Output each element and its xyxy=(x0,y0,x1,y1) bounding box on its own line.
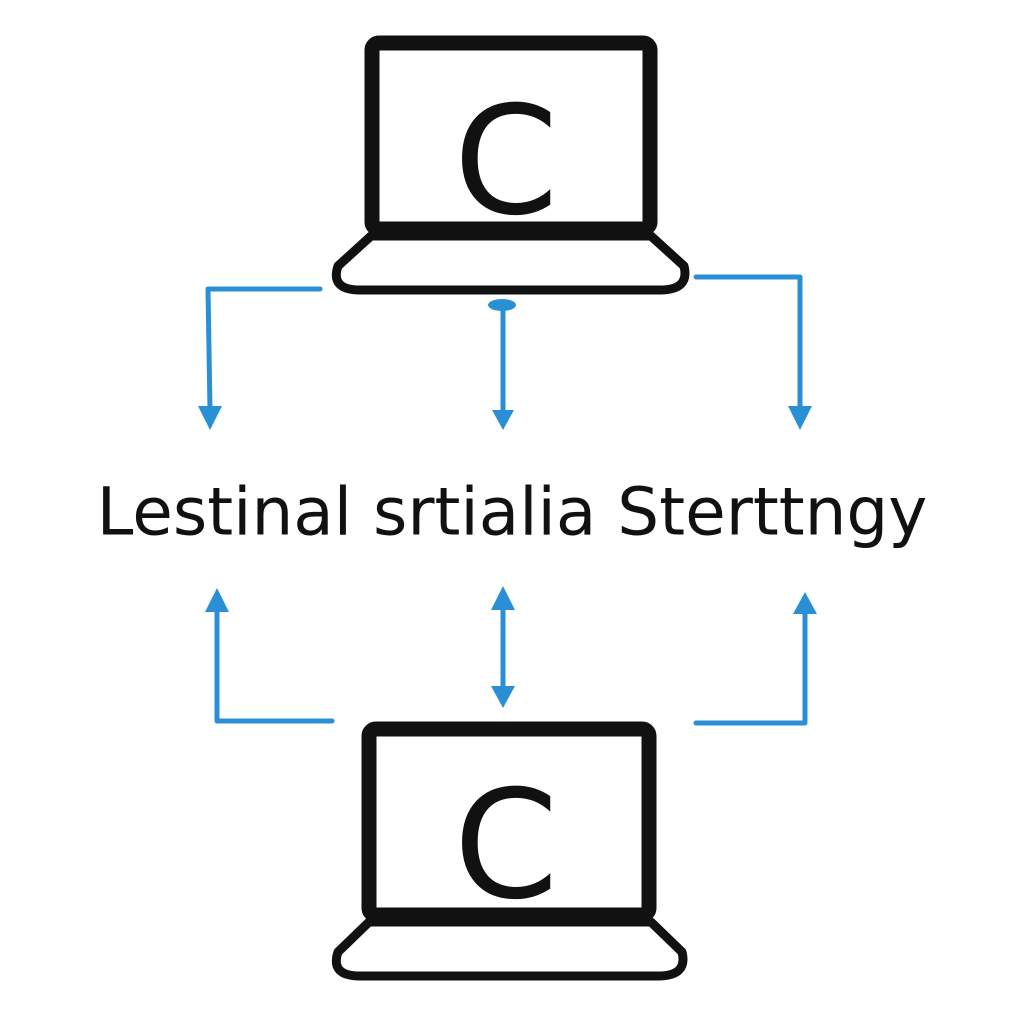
top-laptop-icon: C xyxy=(331,35,690,295)
bottom-laptop-letter: C xyxy=(454,759,559,933)
bottom-laptop-icon: C xyxy=(331,721,688,981)
arrowhead-top-left-down xyxy=(198,406,222,430)
connector-bottom-right xyxy=(693,609,808,726)
arrowhead-bottom-center-up xyxy=(491,586,515,610)
connector-top-center-cap xyxy=(488,299,516,311)
arrowhead-top-right-down xyxy=(788,406,812,430)
connector-top-right xyxy=(693,274,803,413)
connector-top-left xyxy=(205,286,323,413)
arrowhead-top-center-down xyxy=(492,410,514,430)
arrowhead-bottom-center-down xyxy=(491,686,515,708)
top-laptop-display xyxy=(372,43,650,229)
top-laptop-letter: C xyxy=(454,75,559,249)
bottom-laptop-base xyxy=(331,917,688,981)
connector-lines xyxy=(198,274,817,726)
arrowhead-bottom-right-up xyxy=(793,592,817,614)
arrowhead-bottom-left-up xyxy=(205,588,229,612)
connector-bottom-left xyxy=(214,603,335,724)
top-laptop-base xyxy=(331,231,690,295)
bottom-laptop-display xyxy=(369,729,649,915)
center-label: Lestinal srtialia Sterttngy xyxy=(97,474,928,551)
